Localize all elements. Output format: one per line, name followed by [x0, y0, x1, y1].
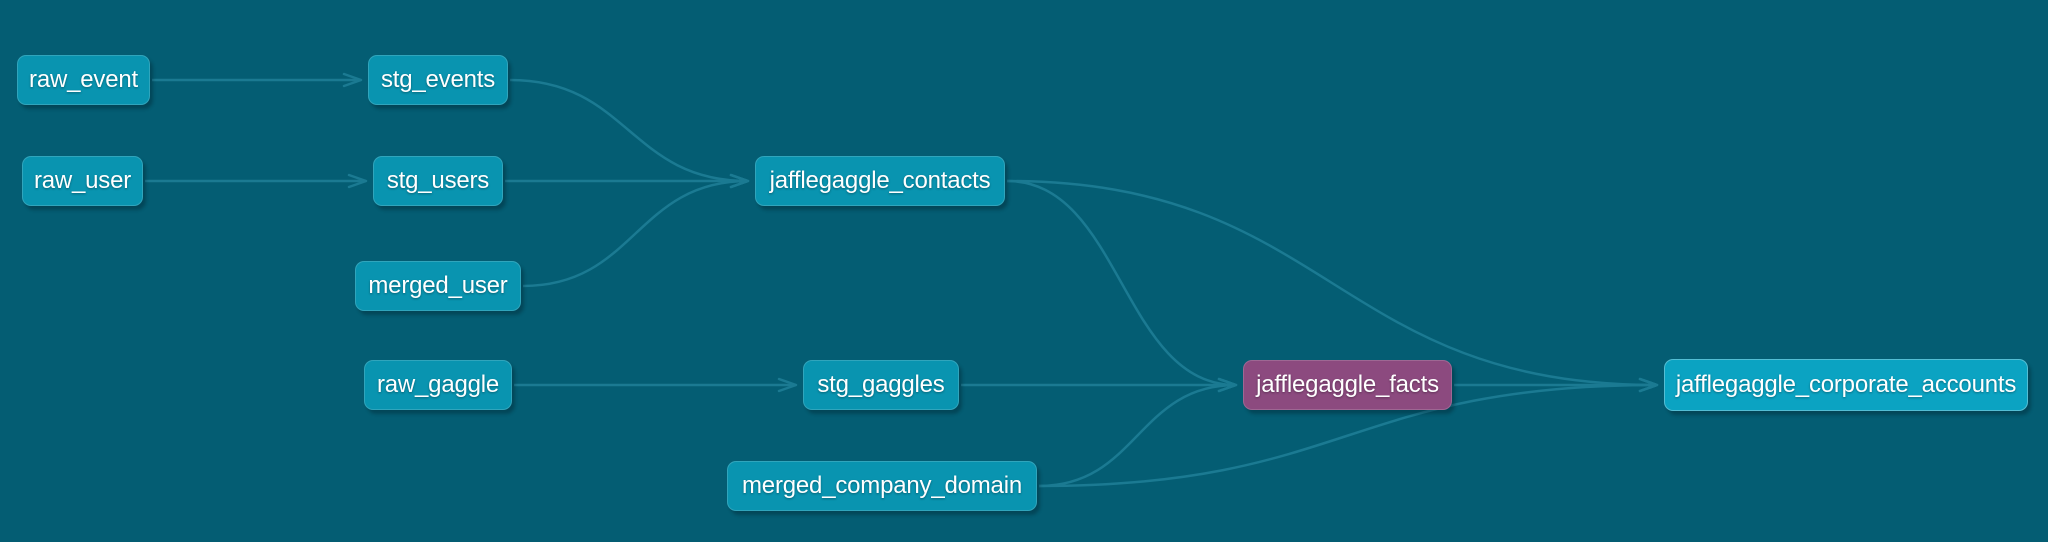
edge-merged_company_domain-to-jafflegaggle_facts	[1038, 377, 1238, 488]
graph-node-jafflegaggle_contacts[interactable]: jafflegaggle_contacts	[755, 156, 1005, 206]
graph-node-merged_user[interactable]: merged_user	[355, 261, 521, 311]
edge-jafflegaggle_contacts-to-jafflegaggle_corporate_accounts	[1006, 179, 1659, 393]
edge-merged_company_domain-to-jafflegaggle_corporate_accounts	[1038, 377, 1659, 488]
graph-node-raw_user[interactable]: raw_user	[22, 156, 143, 206]
graph-node-raw_event[interactable]: raw_event	[17, 55, 150, 105]
edge-merged_user-to-jafflegaggle_contacts	[522, 173, 750, 288]
graph-node-stg_users[interactable]: stg_users	[373, 156, 503, 206]
graph-node-jafflegaggle_corporate_accounts[interactable]: jafflegaggle_corporate_accounts	[1664, 359, 2028, 411]
graph-node-stg_events[interactable]: stg_events	[368, 55, 508, 105]
graph-node-raw_gaggle[interactable]: raw_gaggle	[364, 360, 512, 410]
graph-node-stg_gaggles[interactable]: stg_gaggles	[803, 360, 959, 410]
graph-node-jafflegaggle_facts[interactable]: jafflegaggle_facts	[1243, 360, 1452, 410]
graph-node-merged_company_domain[interactable]: merged_company_domain	[727, 461, 1037, 511]
edge-stg_events-to-jafflegaggle_contacts	[509, 78, 750, 189]
edge-jafflegaggle_contacts-to-jafflegaggle_facts	[1006, 179, 1238, 393]
